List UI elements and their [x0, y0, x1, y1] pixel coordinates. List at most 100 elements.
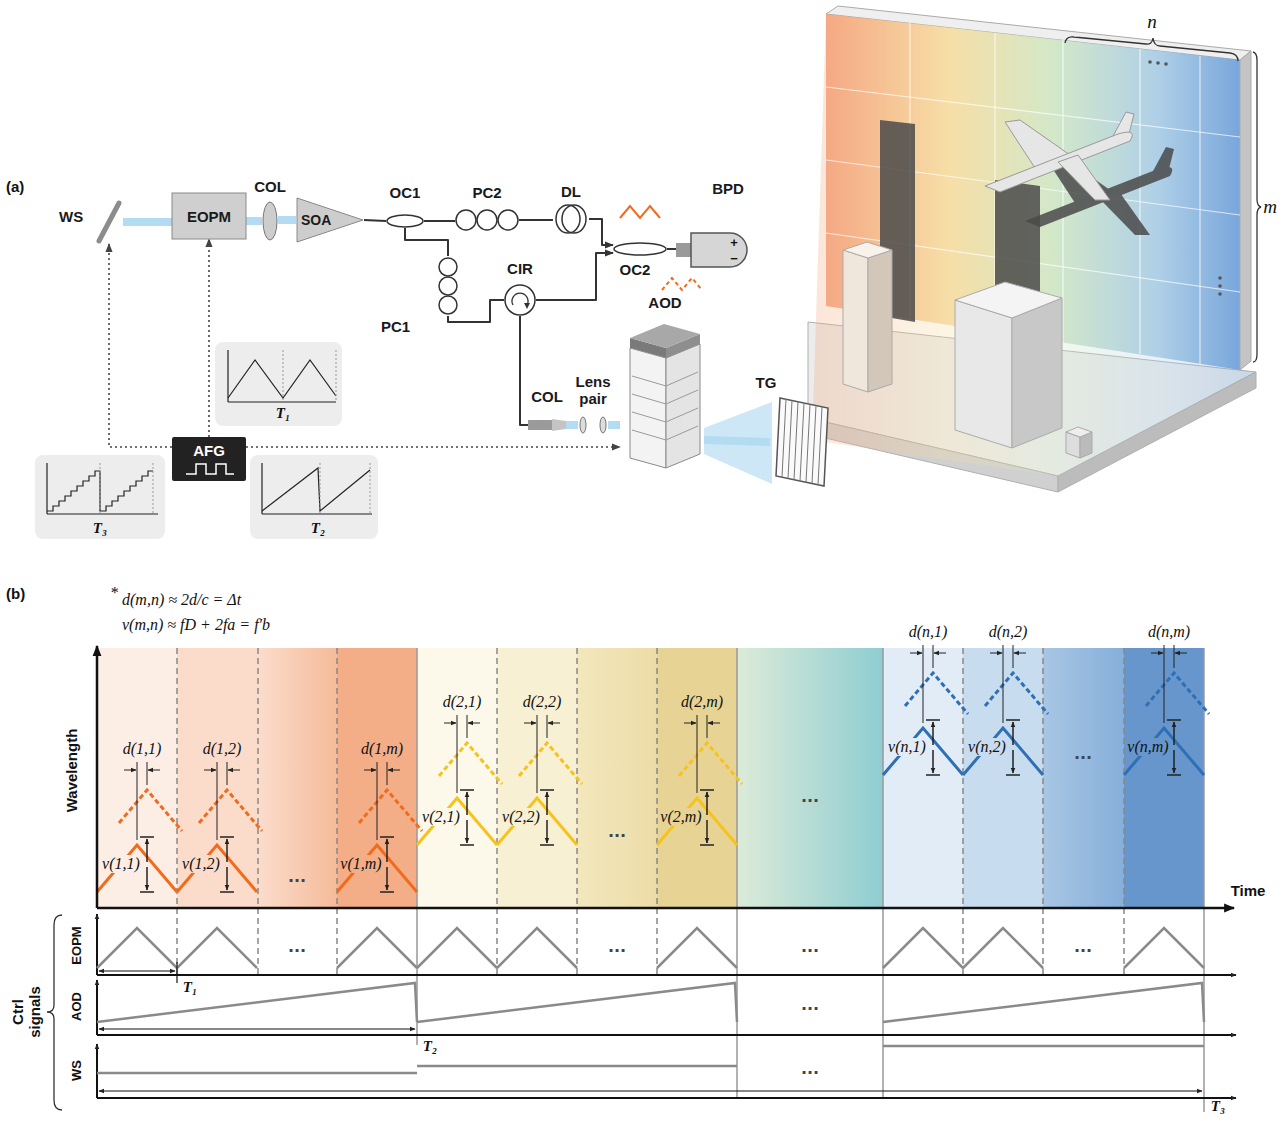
component-shape: [528, 416, 566, 434]
ellipsis: ···: [288, 871, 306, 890]
component-label: COL: [531, 388, 563, 405]
shift-label: v(1,1): [100, 855, 142, 873]
component-label: AFG: [193, 442, 225, 459]
component-shape: [95, 200, 123, 244]
equation: v(m,n) ≈ fD + 2fa = f′b: [122, 616, 270, 634]
note-mark: *: [110, 584, 118, 602]
polarization-controller: PC1: [437, 256, 459, 316]
shift-label: v(n,m): [1125, 738, 1170, 756]
period-label: T₂: [311, 520, 325, 537]
fiber-link: [536, 253, 613, 300]
panel-letter: (a): [6, 178, 24, 195]
coupler: OC1: [386, 214, 424, 228]
shift-label: v(1,m): [338, 855, 383, 873]
shift-label: v(2,m): [658, 808, 703, 826]
collimator: COL: [528, 416, 566, 434]
period-label: T₁: [276, 405, 290, 422]
ellipsis: ···: [801, 791, 819, 810]
delay-label: d(n,m): [1148, 623, 1190, 641]
polarization-controller: PC2: [455, 208, 519, 232]
row-label: WS: [68, 1060, 83, 1081]
fiber-link: [520, 316, 528, 425]
axis-label: Wavelength: [64, 728, 81, 812]
component-label: OC1: [390, 184, 421, 201]
component-shape: [553, 203, 589, 235]
shift-label: v(n,1): [886, 738, 928, 756]
lens-pair: Lens pair: [578, 416, 608, 434]
ellipsis: ···: [801, 999, 819, 1018]
beam-path: [704, 440, 770, 442]
modulator-box: EOPM: [172, 193, 246, 239]
generator-box: AFG: [172, 437, 246, 481]
component-label: −: [730, 251, 738, 266]
circulator: CIR: [504, 284, 536, 316]
panel-letter: (b): [6, 585, 25, 602]
component-shape: [455, 208, 519, 232]
fiber-link: [405, 228, 448, 256]
component-shape: [386, 214, 424, 228]
shift-label: v(1,2): [180, 855, 222, 873]
ellipsis: ···: [1074, 941, 1092, 960]
beam-path: [246, 217, 262, 225]
axis-label: Time: [1231, 882, 1266, 899]
period-label: T₃: [93, 520, 107, 537]
delay-label: d(2,2): [523, 693, 562, 711]
ellipsis: ···: [1074, 748, 1092, 767]
period-label: T₃: [1211, 1098, 1225, 1115]
equation: d(m,n) ≈ 2d/c = Δt: [122, 591, 241, 609]
fiber-link: [667, 248, 676, 250]
component-shape: [437, 256, 459, 316]
delay-label: d(2,m): [681, 693, 723, 711]
photodetector: BPD+−: [676, 232, 750, 268]
component-label: SOA: [301, 212, 331, 228]
delay-label: d(2,1): [443, 693, 482, 711]
coupler: OC2: [613, 241, 667, 257]
period-label: T₂: [423, 1038, 437, 1055]
control-line: [208, 239, 210, 437]
row-label: AOD: [68, 992, 83, 1021]
ellipsis: ···: [608, 826, 626, 845]
fiber-link: [589, 219, 613, 245]
component-label: Lens pair: [570, 373, 616, 407]
fiber-link: [424, 220, 455, 222]
group-label: Ctrl signals: [9, 980, 43, 1044]
ellipsis: ···: [608, 941, 626, 960]
shift-label: v(2,1): [420, 808, 462, 826]
deflector-cube: AOD: [620, 316, 704, 472]
component-label: AOD: [648, 294, 681, 311]
beam-path: [566, 421, 578, 429]
component-shape: [620, 316, 704, 472]
component-label: COL: [254, 178, 286, 195]
delay-label: d(1,m): [361, 740, 403, 758]
shift-label: v(n,2): [966, 738, 1008, 756]
mirror: WS: [95, 200, 123, 244]
component-shape: [613, 241, 667, 257]
lens: COL: [262, 201, 278, 241]
fiber-link: [519, 219, 553, 221]
component-label: PC2: [472, 184, 501, 201]
control-line: [246, 446, 620, 448]
ellipsis: ···: [288, 941, 306, 960]
delay-label: d(1,2): [203, 740, 242, 758]
beam-path: [123, 218, 172, 226]
beam-path: [608, 421, 620, 429]
shift-label: v(2,2): [500, 808, 542, 826]
component-shape: [770, 396, 834, 488]
delay-label: d(n,1): [909, 623, 948, 641]
component-label: EOPM: [187, 208, 231, 225]
ellipsis: ···: [801, 1063, 819, 1082]
amplifier-triangle: SOA: [296, 197, 364, 243]
delay-line: DL: [553, 203, 589, 235]
component-shape: [676, 232, 750, 268]
component-shape: [262, 201, 278, 241]
row-label: EOPM: [68, 926, 83, 964]
component-shape: [578, 416, 608, 434]
dimension-label: n: [1147, 11, 1157, 33]
control-line: [109, 244, 172, 447]
component-label: PC1: [381, 318, 410, 335]
component-label: DL: [561, 183, 581, 200]
ellipsis: ···: [801, 941, 819, 960]
component-label: BPD: [712, 180, 744, 197]
beam-path: [278, 216, 296, 224]
component-label: WS: [59, 208, 83, 225]
